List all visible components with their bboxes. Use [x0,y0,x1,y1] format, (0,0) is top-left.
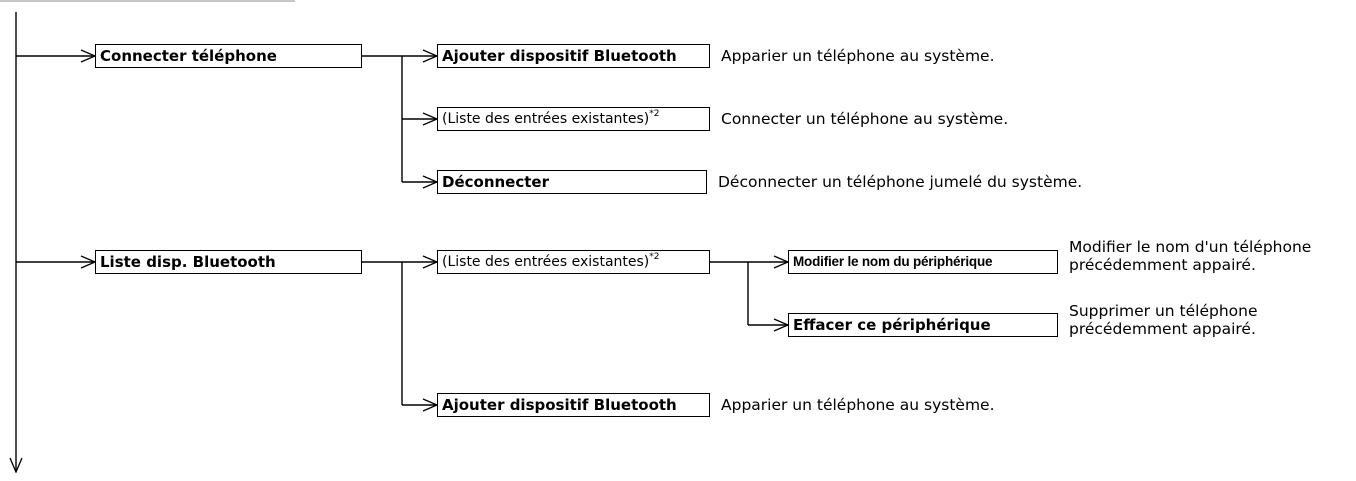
menu-connect-phone[interactable]: Connecter téléphone [95,44,362,68]
desc-disconnect-phone: Déconnecter un téléphone jumelé du systè… [718,173,1083,191]
desc-pair-phone: Apparier un téléphone au système. [721,47,995,65]
desc-delete-device: Supprimer un téléphone précédemment appa… [1069,302,1258,338]
menu-bt-device-list[interactable]: Liste disp. Bluetooth [95,250,362,274]
menu-add-bt-device[interactable]: Ajouter dispositif Bluetooth [437,44,710,68]
desc-rename-device: Modifier le nom d'un téléphone précédemm… [1069,238,1312,274]
menu-delete-device[interactable]: Effacer ce périphérique [788,313,1058,337]
menu-existing-entries[interactable]: (Liste des entrées existantes)*2 [437,107,710,131]
menu-existing-entries-2[interactable]: (Liste des entrées existantes)*2 [437,250,710,274]
menu-rename-device[interactable]: Modifier le nom du périphérique [788,250,1058,274]
menu-disconnect[interactable]: Déconnecter [437,170,707,194]
menu-add-bt-device-2[interactable]: Ajouter dispositif Bluetooth [437,393,710,417]
desc-connect-phone: Connecter un téléphone au système. [721,110,1009,128]
desc-pair-phone-2: Apparier un téléphone au système. [721,396,995,414]
